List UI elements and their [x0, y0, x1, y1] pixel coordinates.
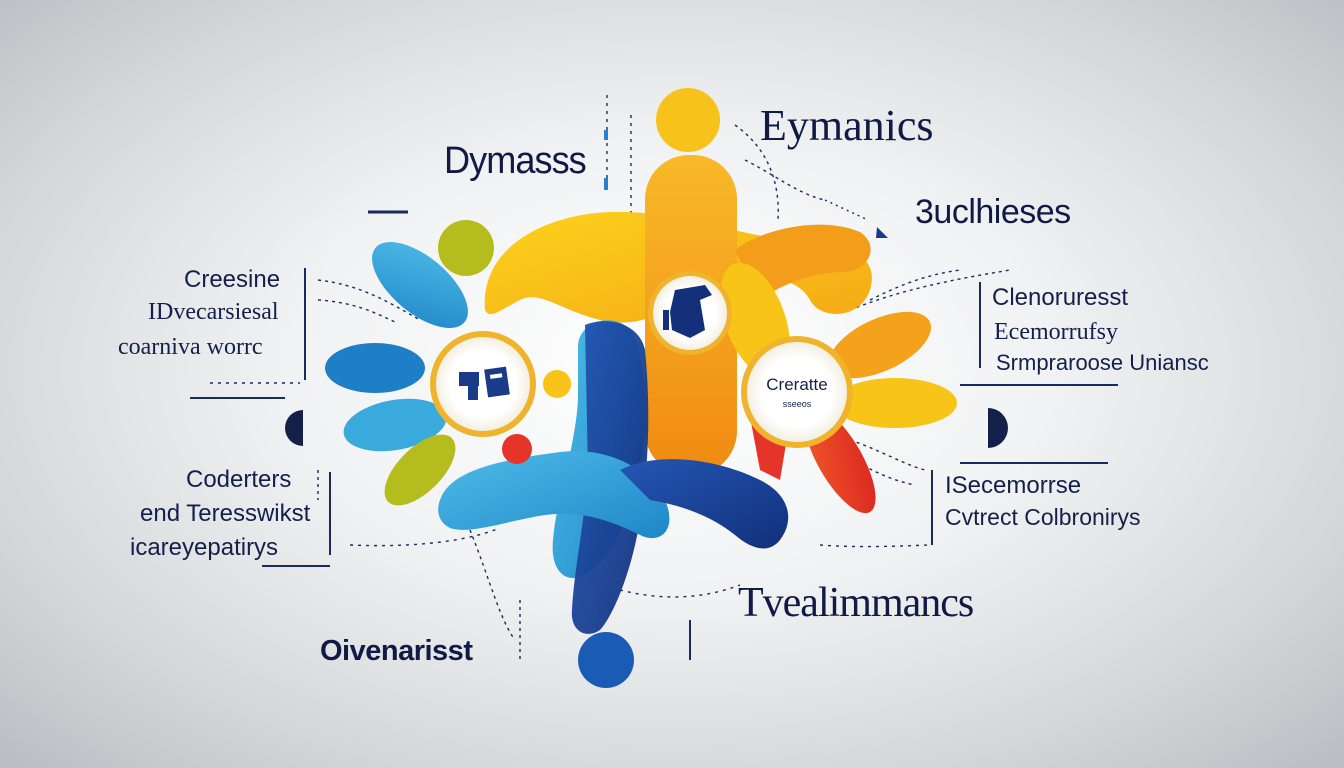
right-badge: [741, 336, 853, 448]
hammer-icon: [663, 285, 712, 338]
right-top-line-1: Clenoruresst: [992, 284, 1129, 311]
right-top-line-2: Ecemorrufsy: [994, 319, 1118, 345]
center-badge-subtitle: sseeos: [782, 399, 812, 409]
left-bottom-line-2: end Teresswikst: [140, 500, 311, 527]
left-petals: [325, 220, 494, 506]
top-right-label: 3uclhieses: [915, 193, 1071, 231]
left-badge: [430, 331, 536, 437]
navy-arm: [620, 459, 789, 549]
left-top-line-3: coarniva worrc: [118, 334, 263, 360]
right-bottom-line-1: ISecemorrse: [945, 472, 1082, 499]
right-top-line-3: Srmpraroose Uniansc: [996, 350, 1209, 375]
arrow-marker: [876, 227, 888, 238]
left-half-moon-marker: [285, 410, 303, 446]
navy-foot: [578, 632, 634, 688]
sky-blue-arm: [438, 451, 670, 539]
left-bottom-line-3: icareyepatirys: [130, 534, 279, 561]
top-center-label: Eymanics: [760, 101, 934, 150]
center-badge-title: Creratte: [766, 375, 828, 394]
top-badge: [648, 271, 732, 355]
connector-lines: [190, 95, 1118, 660]
bottom-center-label: Tvealimmancs: [738, 580, 974, 626]
orange-arm-right: [735, 224, 871, 300]
yellow-dot: [543, 370, 571, 398]
left-top-line-1: Creesine: [184, 266, 281, 293]
top-left-label: Dymasss: [444, 140, 587, 182]
right-half-moon-marker: [988, 408, 1008, 448]
left-top-line-2: IDvecarsiesal: [148, 299, 279, 325]
bottom-left-label: Oivenarisst: [320, 635, 473, 667]
tick-mark: [604, 178, 608, 190]
document-icon: [459, 366, 510, 400]
right-bottom-line-2: Cvtrect Colbronirys: [945, 504, 1141, 530]
orange-head: [656, 88, 720, 152]
red-dot: [502, 434, 532, 464]
tick-mark: [604, 130, 608, 140]
left-bottom-line-1: Coderters: [186, 466, 292, 493]
